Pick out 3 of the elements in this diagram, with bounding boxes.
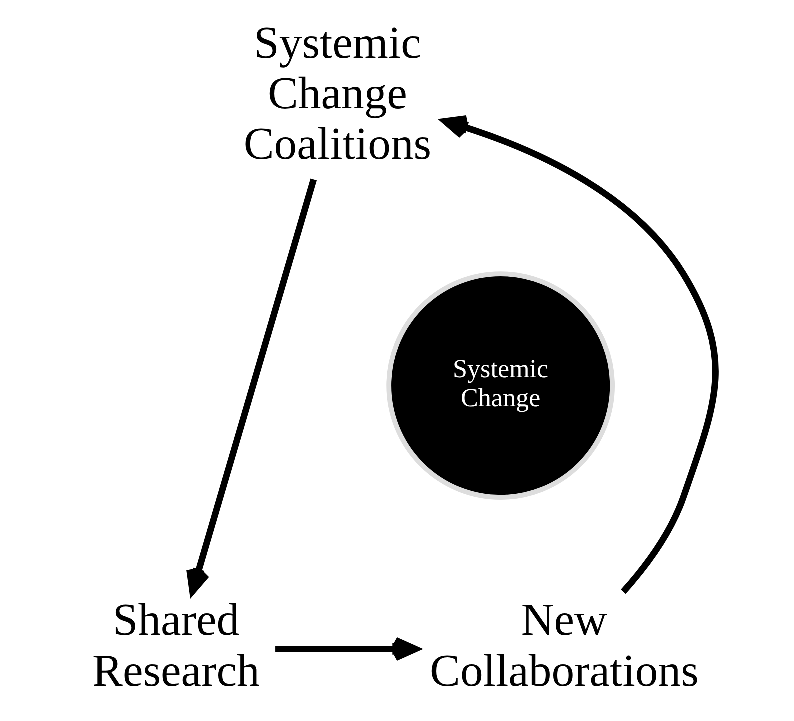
node-text: Systemic Change Coalitions — [244, 16, 432, 169]
node-text: Shared Research — [92, 594, 260, 696]
node-text: New Collaborations — [430, 594, 699, 696]
